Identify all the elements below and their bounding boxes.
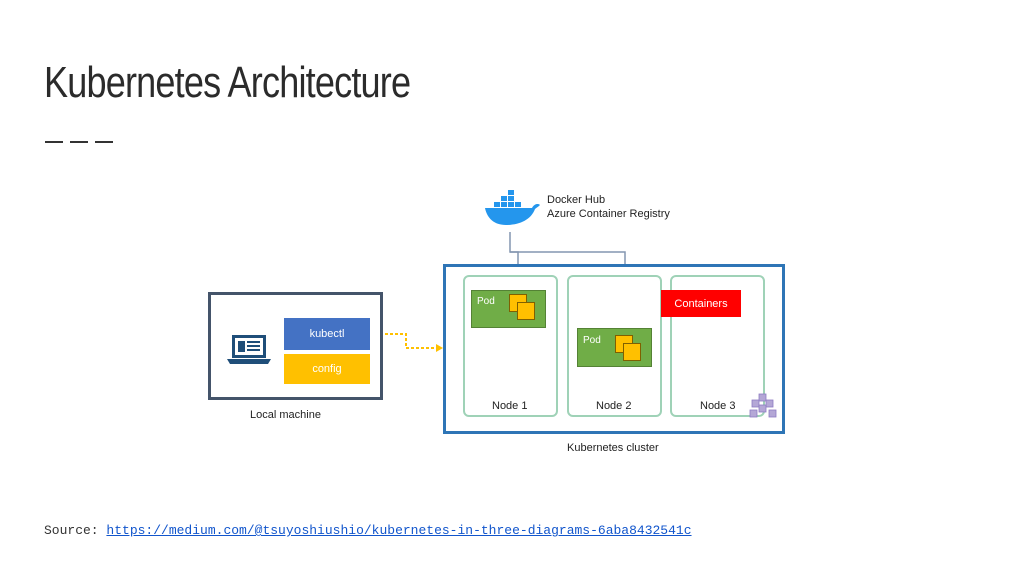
local-machine-label: Local machine — [250, 409, 321, 421]
slide-title: Kubernetes Architecture — [44, 58, 411, 107]
source-link[interactable]: https://medium.com/@tsuyoshiushio/kubern… — [106, 523, 692, 538]
kubernetes-cluster-label: Kubernetes cluster — [567, 442, 659, 454]
node-2-label: Node 2 — [596, 400, 632, 412]
kubernetes-cubes-icon — [749, 393, 777, 418]
kubectl-box: kubectl — [284, 318, 370, 350]
pod-1-container-b — [517, 302, 535, 320]
registry-name-docker-hub: Docker Hub — [547, 194, 606, 206]
title-underline — [45, 141, 113, 143]
kubectl-arrow-head — [436, 344, 443, 352]
architecture-diagram: Docker Hub Azure Container Registry kube… — [200, 180, 800, 465]
registry-name-acr: Azure Container Registry — [547, 208, 670, 220]
containers-callout: Containers — [661, 290, 741, 317]
pod-2-label: Pod — [583, 335, 601, 346]
pod-2-container-b — [623, 343, 641, 361]
kubectl-arrow-line — [370, 333, 436, 349]
laptop-icon — [227, 335, 271, 364]
config-box: config — [284, 354, 370, 384]
source-line: Source: https://medium.com/@tsuyoshiushi… — [44, 523, 692, 538]
node-3-label: Node 3 — [700, 400, 736, 412]
source-label: Source: — [44, 523, 99, 538]
registry-label: Docker Hub Azure Container Registry — [547, 193, 670, 221]
pod-1-label: Pod — [477, 296, 495, 307]
docker-whale-icon — [485, 190, 540, 225]
node-1-label: Node 1 — [492, 400, 528, 412]
